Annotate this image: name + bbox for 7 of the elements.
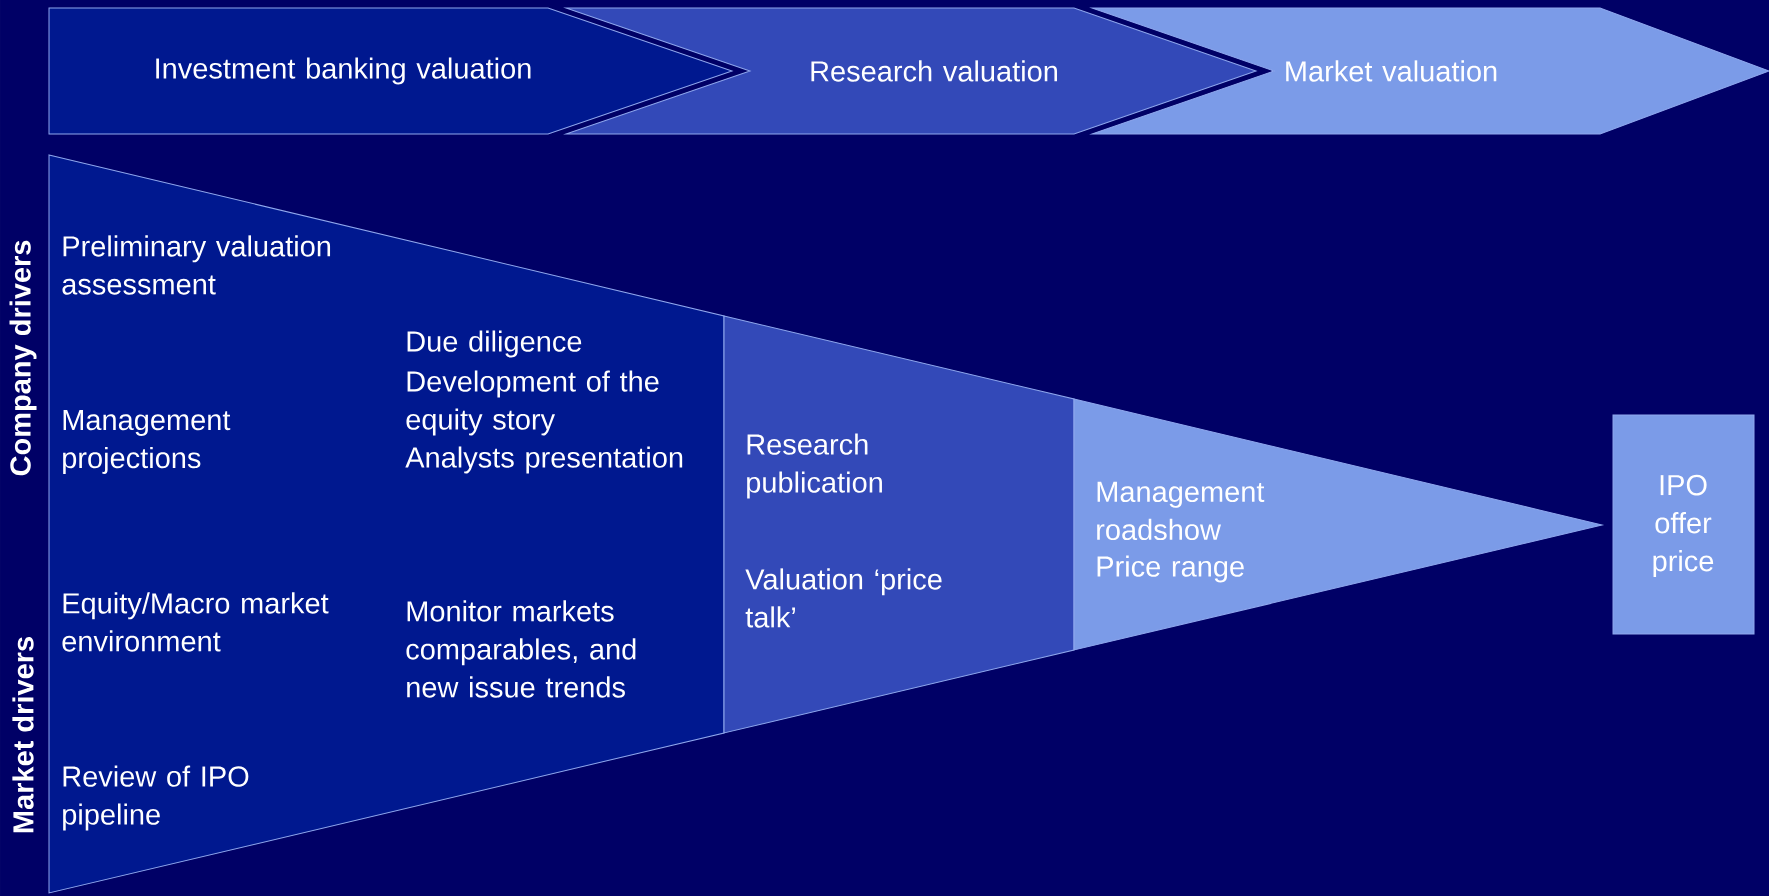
stage-band: Research valuation	[565, 7, 1257, 135]
funnel-section: Management roadshow Price range	[1073, 398, 1603, 651]
offer-price-box: IPO offer price	[1612, 414, 1755, 635]
stage-band: Investment banking valuation	[48, 7, 733, 135]
funnel-section: Preliminary valuation assessment Management projections Equity/Macro market environment Review of IPO pipeline Due diligence Development of the equity story Analysts presentation Monitor markets comparables, and new issue trends	[48, 154, 725, 894]
stage-band: Market valuation	[1091, 7, 1769, 135]
funnel-section: Research publication Valuation ‘price talk’	[723, 315, 1075, 734]
